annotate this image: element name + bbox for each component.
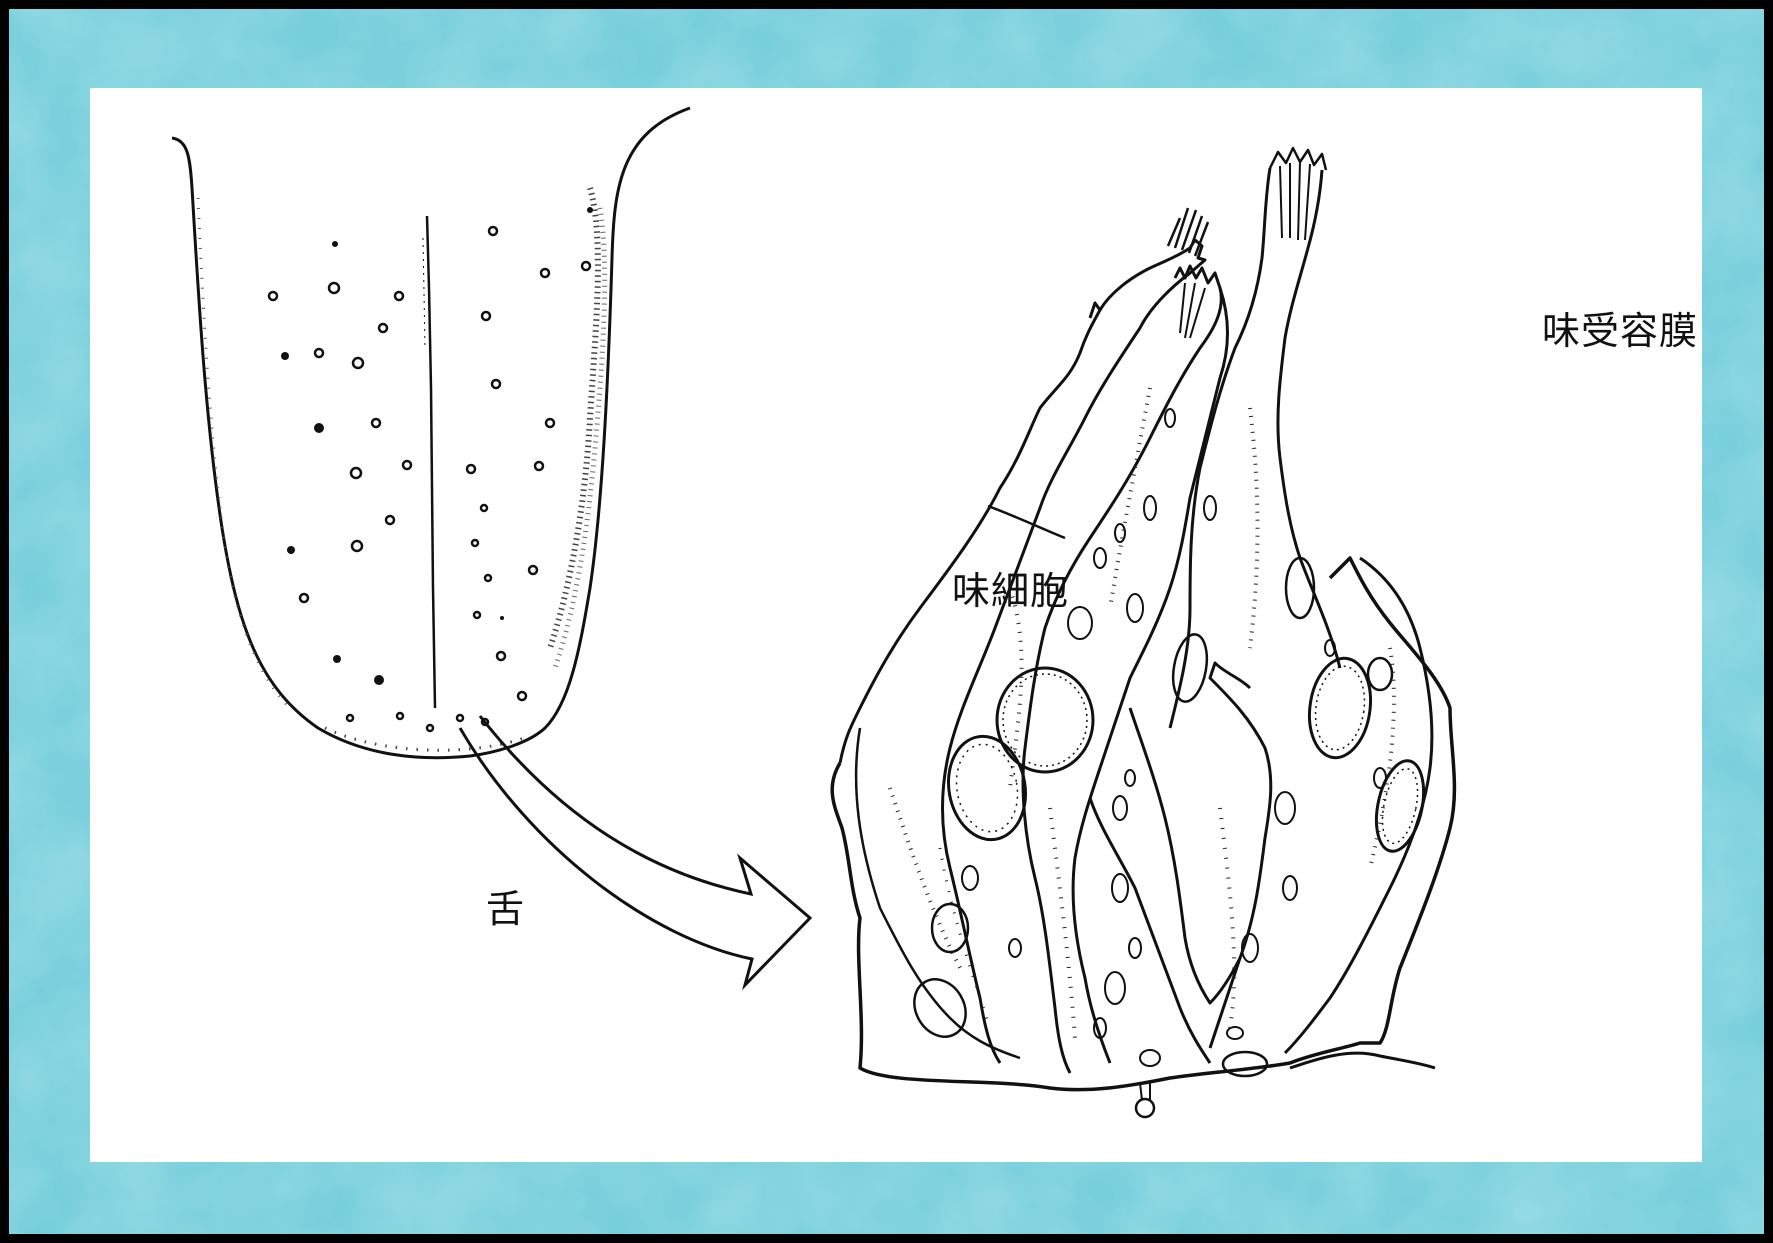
taste-bud-diagram [171,106,1457,1119]
taste-cell-label: 味細胞 [952,569,1070,613]
taste-receptor-membrane-label: 味受容膜 [1542,309,1699,353]
illustration-panel: 舌 味細胞 味受容膜 [90,88,1702,1162]
tongue-edge-stipple [196,187,608,752]
tongue-median-groove [422,215,437,709]
tongue-papillae-dots [267,225,592,733]
taste-bud-texture [888,387,1396,1039]
tongue-solid-dots [281,207,593,685]
tongue-outline [171,106,691,760]
taste-bud-illustration [830,146,1457,1119]
tongue-label: 舌 [486,887,526,931]
magnification-arrow [458,715,813,991]
taste-cell-leader-line [987,504,1066,540]
